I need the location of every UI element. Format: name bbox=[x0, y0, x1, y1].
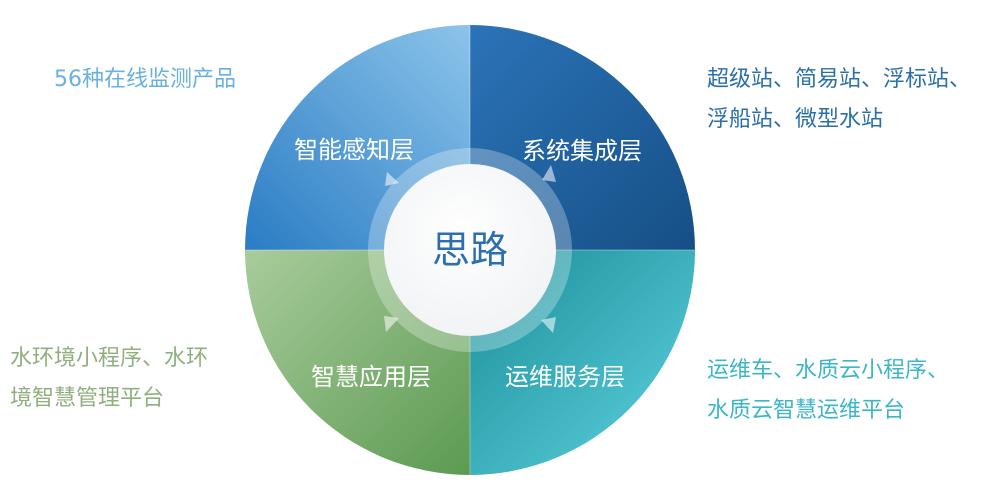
note-line: 运维车、水质云小程序、 bbox=[707, 358, 950, 383]
ring-arrow-bottom bbox=[541, 317, 556, 333]
note-line: 56种在线监测产品 bbox=[54, 67, 236, 92]
quadrant-label-top-right: 系统集成层 bbox=[522, 137, 642, 165]
ring-arrow-left bbox=[384, 316, 399, 332]
note-bottom-left: 水环境小程序、水环 境智慧管理平台 bbox=[10, 339, 208, 419]
note-line: 水环境小程序、水环 bbox=[10, 346, 209, 371]
note-top-right: 超级站、简易站、浮标站、 浮船站、微型水站 bbox=[707, 60, 971, 140]
ring-arrow-top bbox=[385, 172, 399, 186]
center-circle bbox=[384, 164, 556, 336]
ring-arrow-right bbox=[542, 165, 556, 182]
quadrant-label-bottom-right: 运维服务层 bbox=[505, 363, 625, 391]
note-line: 浮船站、微型水站 bbox=[707, 107, 884, 132]
center-label: 思路 bbox=[432, 228, 508, 272]
note-line: 水质云智慧运维平台 bbox=[707, 398, 906, 423]
quadrant-label-bottom-left: 智慧应用层 bbox=[311, 363, 431, 391]
note-top-left: 56种在线监测产品 bbox=[54, 60, 236, 100]
note-line: 境智慧管理平台 bbox=[10, 386, 165, 411]
note-bottom-right: 运维车、水质云小程序、 水质云智慧运维平台 bbox=[707, 351, 949, 431]
quadrant-label-top-left: 智能感知层 bbox=[294, 136, 414, 164]
note-line: 超级站、简易站、浮标站、 bbox=[707, 67, 972, 92]
